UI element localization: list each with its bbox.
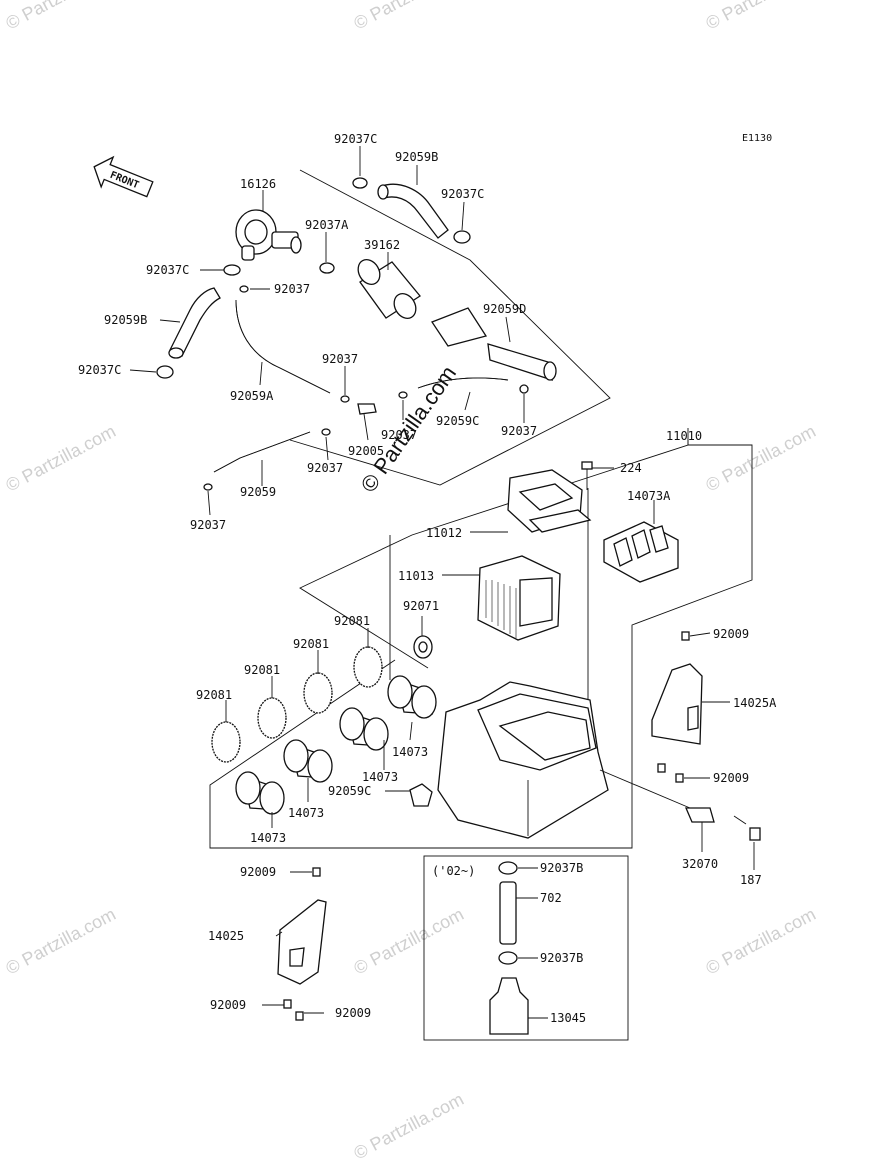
filter-element-11013 [477, 555, 561, 641]
year-box-label: ('02~) [432, 864, 475, 878]
boots-14073 [235, 675, 437, 815]
part-label: 39162 [364, 238, 400, 252]
bolt-187 [733, 815, 761, 841]
part-label: 92037C [146, 263, 189, 277]
part-label: 224 [620, 461, 642, 475]
hose-end [377, 184, 389, 200]
hose-end [543, 361, 557, 381]
watermark: © Partzilla.com [350, 0, 466, 34]
grommet-hole [418, 641, 428, 653]
part-label: 92081 [196, 688, 232, 702]
part-label: 92081 [334, 614, 370, 628]
part-label: 92037 [501, 424, 537, 438]
part-label: 92059A [230, 389, 274, 403]
part-label: 14073 [362, 770, 398, 784]
watermark: © Partzilla.com [2, 0, 118, 34]
rings-92081 [211, 646, 383, 763]
watermark: © Partzilla.com [702, 421, 818, 496]
hose-fill [417, 377, 509, 389]
screws-92009-left [283, 867, 321, 1021]
part-label: 92059C [436, 414, 479, 428]
hose-92059D-b [487, 343, 553, 381]
screws-92009-right [657, 631, 690, 783]
part-label: 14025A [733, 696, 777, 710]
hose-92059B-left [169, 287, 221, 357]
part-label: 92009 [713, 627, 749, 641]
part-label: 11013 [398, 569, 434, 583]
part-label: 92037 [307, 461, 343, 475]
part-label: 14073 [392, 745, 428, 759]
bracket-32070 [685, 807, 715, 823]
elbow-92059C [409, 783, 433, 807]
year-box [423, 855, 629, 1041]
clamps [156, 177, 529, 491]
part-label: 92059D [483, 302, 526, 316]
part-label: 92009 [210, 998, 246, 1012]
bracket-14025 [277, 899, 327, 985]
part-label: 32070 [682, 857, 718, 871]
diagram-code: E1130 [742, 133, 772, 144]
breather-group-outline [289, 169, 611, 486]
part-label: 92037B [540, 951, 583, 965]
bracket-14025A [651, 663, 703, 745]
hose-end [168, 347, 184, 359]
part-label: 92081 [244, 663, 280, 677]
part-label: 92037B [540, 861, 583, 875]
drain-kit [489, 861, 529, 1035]
part-label: 92059B [104, 313, 147, 327]
part-labels: 92037C 92059B 92037C 16126 92037A 39162 … [78, 132, 777, 1025]
part-label: 14073 [250, 831, 286, 845]
part-label: 187 [740, 873, 762, 887]
cover-11012 [507, 469, 592, 533]
watermark: © Partzilla.com [702, 0, 818, 34]
part-label: 92037 [381, 428, 417, 442]
part-label: 92037 [274, 282, 310, 296]
part-label: 92037C [441, 187, 484, 201]
part-label: 11010 [666, 429, 702, 443]
part-label: 92009 [240, 865, 276, 879]
watermark: © Partzilla.com [350, 904, 466, 979]
part-label: 92059B [395, 150, 438, 164]
front-arrow-icon: FRONT [93, 155, 154, 198]
part-label: 14025 [208, 929, 244, 943]
hose-92059B-top [381, 183, 449, 239]
part-label: 92059 [240, 485, 276, 499]
part-label: 92005 [348, 444, 384, 458]
watermark: © Partzilla.com [350, 1089, 466, 1164]
part-label: 13045 [550, 1011, 586, 1025]
hose-92059D-a [431, 307, 488, 347]
funnel-14073A [603, 521, 679, 583]
screw-224 [581, 461, 593, 490]
watermark: © Partzilla.com [2, 421, 118, 496]
part-label: 92071 [403, 599, 439, 613]
part-label: 14073A [627, 489, 671, 503]
fitting-92005 [357, 403, 377, 415]
airbox-body [437, 681, 609, 839]
leader-32070 [599, 769, 691, 809]
part-label: 92081 [293, 637, 329, 651]
part-label: 702 [540, 891, 562, 905]
part-label: 14073 [288, 806, 324, 820]
part-label: 11012 [426, 526, 462, 540]
part-label: 92037C [334, 132, 377, 146]
part-label: 92059C [328, 784, 371, 798]
valve-16126 [235, 209, 302, 261]
watermark: © Partzilla.com [2, 904, 118, 979]
part-label: 92037C [78, 363, 121, 377]
part-label: 92037A [305, 218, 349, 232]
part-label: 92009 [713, 771, 749, 785]
airbox-group-outline-b [209, 444, 753, 849]
part-label: 92037 [322, 352, 358, 366]
hose-fill [235, 299, 331, 394]
hose-92059A [235, 299, 331, 394]
leader-lines-upper [129, 146, 525, 516]
part-label: 92037 [190, 518, 226, 532]
part-label: 92009 [335, 1006, 371, 1020]
filter-39162 [357, 259, 421, 319]
part-label: 16126 [240, 177, 276, 191]
watermark: © Partzilla.com [702, 904, 818, 979]
hose-fill [213, 431, 311, 473]
leader-lines-lower [225, 467, 755, 1019]
